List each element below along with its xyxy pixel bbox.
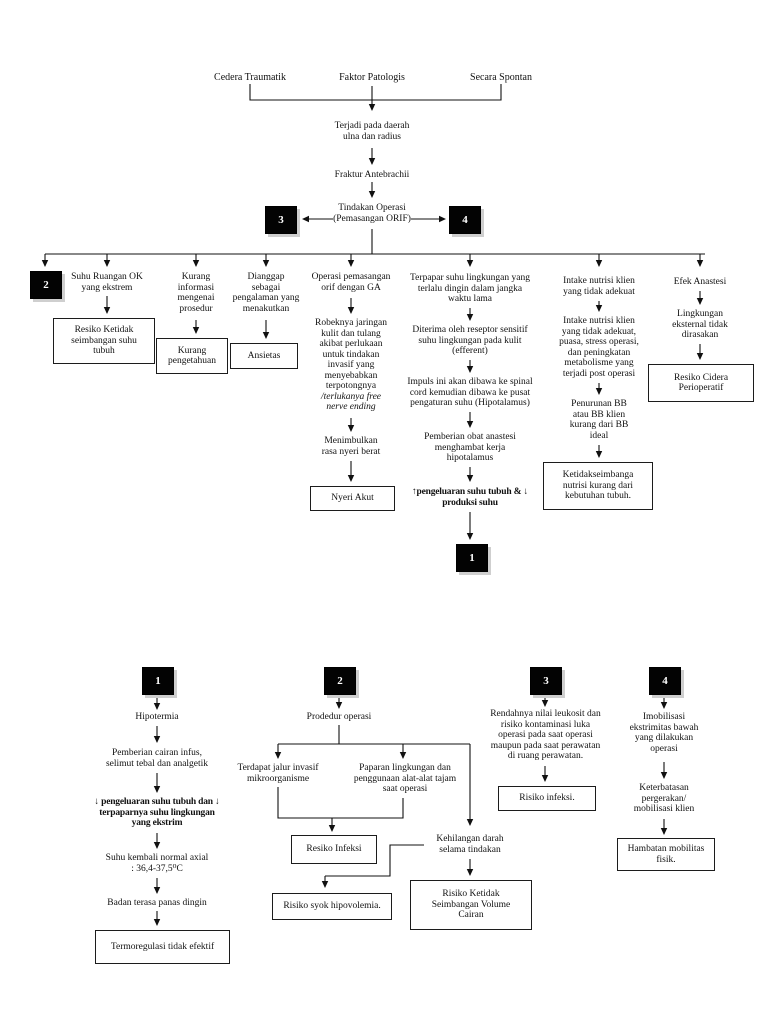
badge-2: 2 — [30, 271, 62, 299]
node-menimbulkan-nyeri: Menimbulkan rasa nyeri berat — [321, 436, 381, 457]
node-penurunan-bb: Penurunan BB atau BB klien kurang dari B… — [569, 399, 629, 441]
node-suhu-ruangan-ok: Suhu Ruangan OK yang ekstrem — [71, 272, 143, 293]
diagnosis-hambatan-mobilitas-fisik: Hambatan mobilitas fisik. — [617, 838, 715, 871]
diagnosis-risiko-syok-hipovolemia: Risiko syok hipovolemia. — [272, 893, 392, 920]
node-kurang-informasi: Kurang informasi mengenai prosedur — [177, 272, 215, 314]
badge-1: 1 — [456, 544, 488, 572]
diagnosis-resiko-ketidakseimbangan-suhu: Resiko Ketidak seimbangan suhu tubuh — [53, 318, 155, 364]
diagnosis-resiko-cidera-perioperatif: Resiko Cidera Perioperatif — [648, 364, 754, 402]
node-imobilisasi-ekstrimitas: Imobilisasi ekstrimitas bawah yang dilak… — [629, 712, 699, 754]
node-keterbatasan-pergerakan: Keterbatasan pergerakan/ mobilisasi klie… — [633, 783, 695, 814]
badge-3: 3 — [265, 206, 297, 234]
diagnosis-nyeri-akut: Nyeri Akut — [310, 486, 395, 511]
node-terjadi-pada-daerah: Terjadi pada daerah ulna dan radius — [334, 121, 410, 142]
badge-1-bottom: 1 — [142, 667, 174, 695]
node-fraktur-antebrachii: Fraktur Antebrachii — [334, 170, 410, 180]
node-cedera-traumatik: Cedera Traumatik — [214, 72, 286, 83]
diagnosis-risiko-infeksi-2: Risiko infeksi. — [498, 786, 596, 811]
node-terdapat-jalur-invasif: Terdapat jalur invasif mikroorganisme — [237, 763, 319, 784]
node-rendahnya-leukosit: Rendahnya nilai leukosit dan risiko kont… — [490, 709, 601, 761]
node-prodedur-operasi: Prodedur operasi — [306, 712, 372, 722]
node-suhu-kembali-normal: Suhu kembali normal axial : 36,4-37,5⁰C — [105, 853, 209, 874]
node-pemberian-obat-anastesi: Pemberian obat anastesi menghambat kerja… — [424, 432, 516, 463]
node-terpapar-suhu-lingkungan: Terpapar suhu lingkungan yang terlalu di… — [410, 273, 530, 304]
badge-4-bottom: 4 — [649, 667, 681, 695]
node-paparan-lingkungan: Paparan lingkungan dan penggunaan alat-a… — [353, 763, 457, 794]
node-intake-nutrisi: Intake nutrisi klien yang tidak adekuat — [563, 276, 635, 297]
badge-3-bottom: 3 — [530, 667, 562, 695]
diagnosis-risiko-ketidakseimbangan-volume: Risiko Ketidak Seimbangan Volume Cairan — [410, 880, 532, 930]
node-badan-panas-dingin: Badan terasa panas dingin — [107, 898, 207, 908]
diagnosis-resiko-infeksi: Resiko Infeksi — [291, 835, 377, 864]
node-pengeluaran-suhu-turun: ↓ pengeluaran suhu tubuh dan ↓ terpaparn… — [94, 797, 220, 828]
robek-italic-text: /terlukanya free nerve ending — [320, 391, 382, 413]
node-secara-spontan: Secara Spontan — [470, 72, 532, 83]
diagnosis-ketidakseimbangan-nutrisi: Ketidakseimbanga nutrisi kurang dari keb… — [543, 462, 653, 510]
node-pengeluaran-suhu-naik: ↑pengeluaran suhu tubuh & ↓ produksi suh… — [411, 487, 529, 508]
node-kehilangan-darah: Kehilangan darah selama tindakan — [436, 834, 504, 855]
node-faktor-patologis: Faktor Patologis — [339, 72, 405, 83]
node-robeknya-jaringan: Robeknya jaringan kulit dan tulang akiba… — [296, 318, 406, 413]
node-operasi-pemasangan-orif: Operasi pemasangan orif dengan GA — [311, 272, 391, 293]
node-tindakan-operasi: Tindakan Operasi (Pemasangan ORIF) — [333, 203, 411, 224]
node-efek-anastesi: Efek Anastesi — [673, 277, 727, 287]
badge-2-bottom: 2 — [324, 667, 356, 695]
badge-4: 4 — [449, 206, 481, 234]
diagnosis-termoregulasi-tidak-efektif: Termoregulasi tidak efektif — [95, 930, 230, 964]
node-pemberian-cairan-infus: Pemberian cairan infus, selimut tebal da… — [105, 748, 209, 769]
robek-main-text: Robeknya jaringan kulit dan tulang akiba… — [314, 318, 388, 391]
node-hipotermia: Hipotermia — [135, 712, 179, 722]
node-lingkungan-eksternal: Lingkungan eksternal tidak dirasakan — [672, 309, 728, 340]
node-impuls-spinal-cord: Impuls ini akan dibawa ke spinal cord ke… — [407, 377, 533, 408]
node-dianggap-menakutkan: Dianggap sebagai pengalaman yang menakut… — [232, 272, 300, 314]
node-diterima-reseptor: Diterima oleh reseptor sensitif suhu lin… — [412, 325, 528, 356]
diagnosis-ansietas: Ansietas — [230, 343, 298, 369]
node-intake-nutrisi-detail: Intake nutrisi klien yang tidak adekuat,… — [559, 316, 639, 379]
diagnosis-kurang-pengetahuan: Kurang pengetahuan — [156, 338, 228, 374]
